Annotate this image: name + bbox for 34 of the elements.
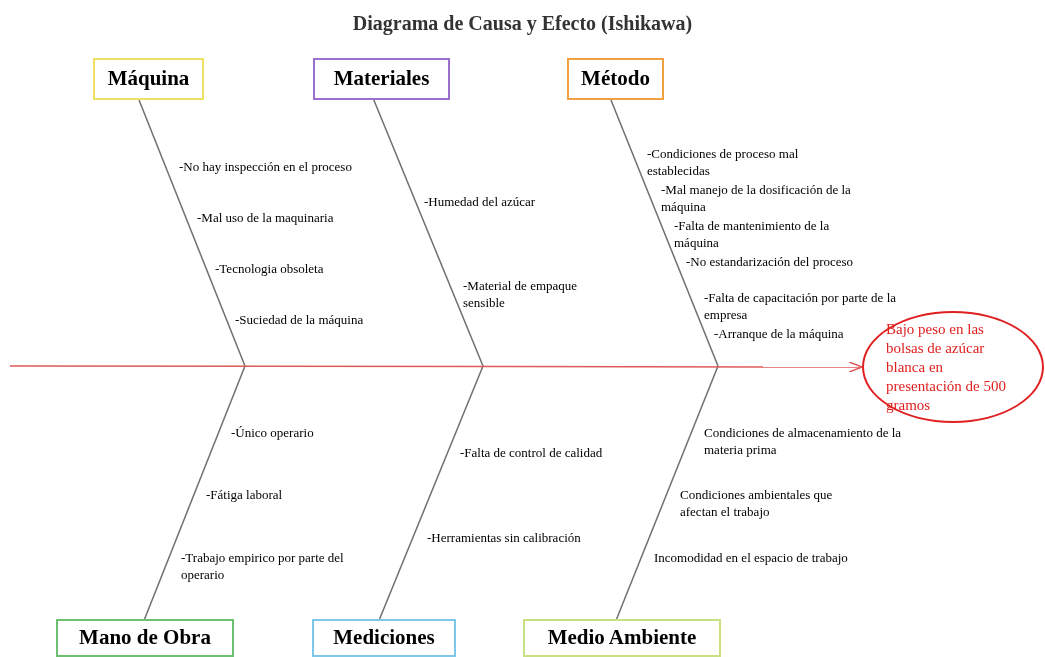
bone-line — [610, 99, 719, 367]
cause-text: -Material de empaque sensible — [463, 277, 579, 311]
cause-text: -No estandarización del proceso — [686, 253, 854, 270]
bone-line — [143, 365, 246, 620]
cause-text: Incomodidad en el espacio de trabajo — [654, 549, 849, 566]
cause-text: -Mal uso de la maquinaria — [197, 209, 334, 226]
cause-text: -Condiciones de proceso mal establecidas — [647, 145, 800, 179]
category-box: Materiales — [313, 58, 450, 100]
cause-text: Condiciones de almacenamiento de la materia prima — [704, 424, 903, 458]
category-box: Mediciones — [312, 619, 456, 657]
bone-line — [373, 99, 484, 367]
category-box: Método — [567, 58, 664, 100]
cause-text: -Falta de mantenimiento de la máquina — [674, 217, 831, 251]
cause-text: -Suciedad de la máquina — [235, 311, 364, 328]
cause-text: -Fátiga laboral — [206, 486, 283, 503]
diagram-title: Diagrama de Causa y Efecto (Ishikawa) — [351, 11, 694, 37]
cause-text: -Trabajo empirico por parte del operario — [181, 549, 345, 583]
cause-text: -Falta de control de calidad — [460, 444, 603, 461]
cause-text: -Mal manejo de la dosificación de la máquina — [661, 181, 852, 215]
effect-ellipse — [862, 311, 1044, 423]
category-box: Máquina — [93, 58, 204, 100]
cause-text: -Humedad del azúcar — [424, 193, 536, 210]
cause-text: -Herramientas sin calibración — [427, 529, 581, 546]
category-box: Mano de Obra — [56, 619, 234, 657]
cause-text: -Único operario — [231, 424, 314, 441]
cause-text: -Tecnologia obsoleta — [215, 260, 324, 277]
spine-arrow — [9, 361, 863, 373]
bone-line — [378, 365, 484, 620]
category-box: Medio Ambiente — [523, 619, 721, 657]
cause-text: -No hay inspección en el proceso — [179, 158, 353, 175]
bone-line — [138, 99, 246, 367]
bone-line — [615, 365, 719, 620]
cause-text: Condiciones ambientales que afectan el trabajo — [680, 486, 834, 520]
cause-text: -Arranque de la máquina — [714, 325, 844, 342]
